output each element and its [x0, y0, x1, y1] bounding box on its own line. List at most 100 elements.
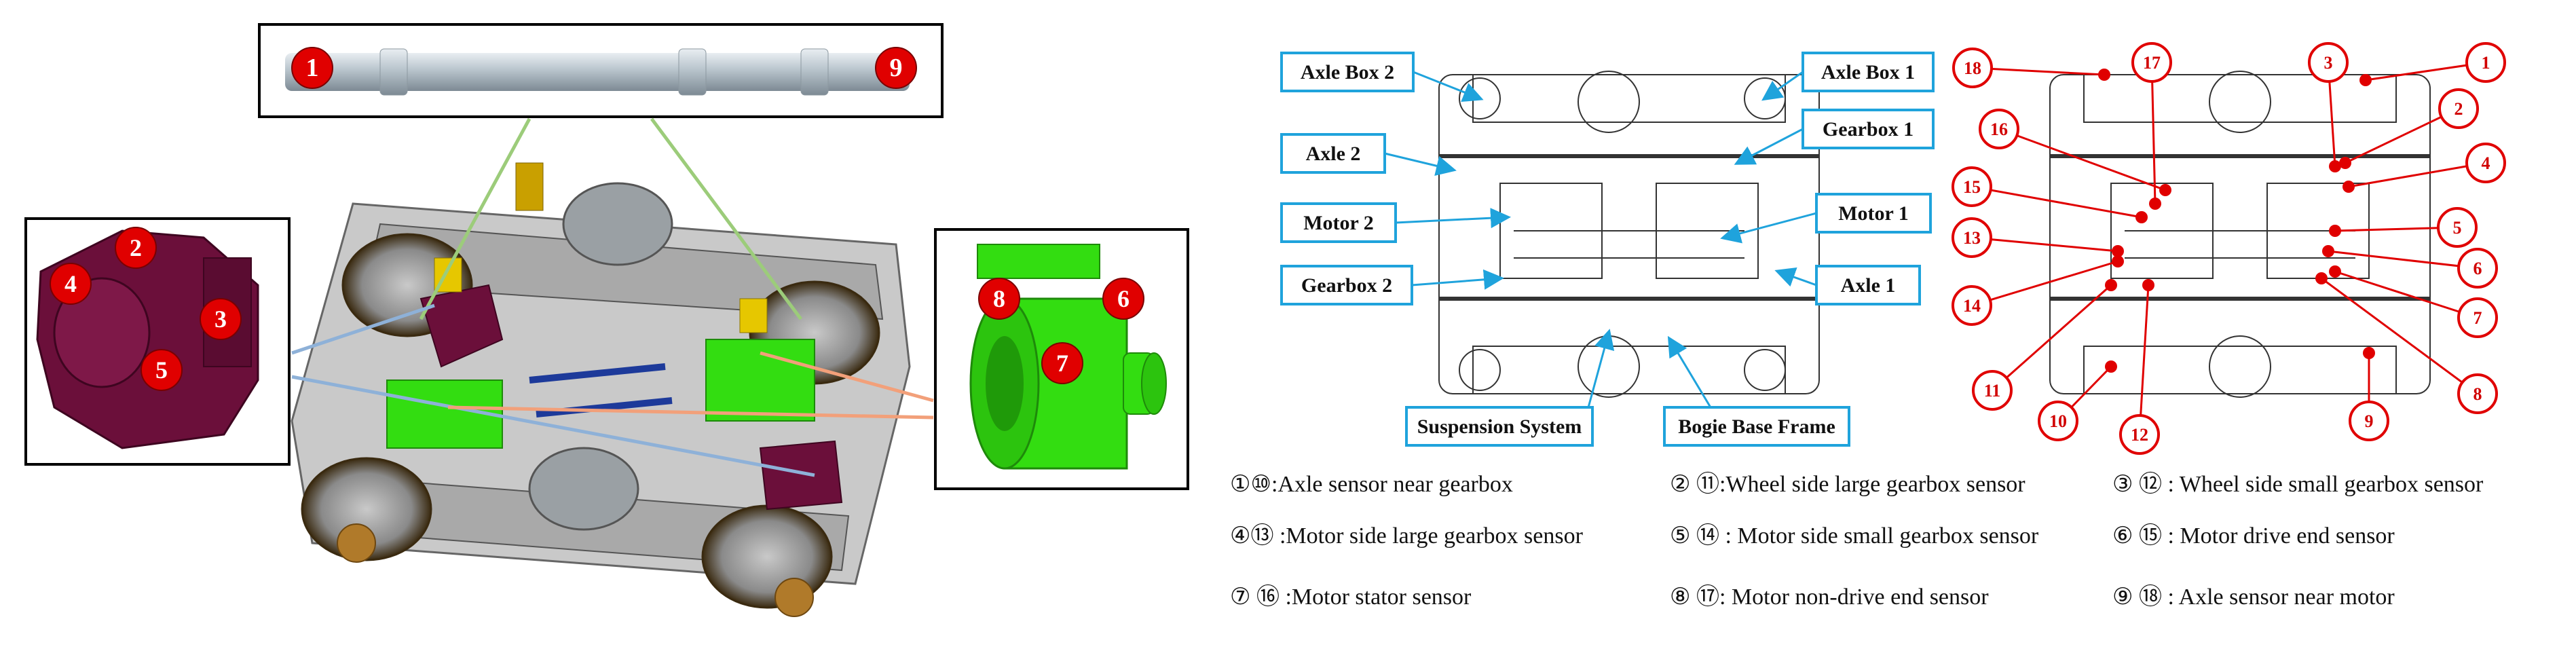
svg-text:1: 1 — [306, 54, 319, 82]
sensor-point-13 — [2112, 245, 2124, 257]
sensor-point-2 — [2339, 157, 2351, 169]
component-label-gearbox-1: Gearbox 1 — [1734, 109, 1935, 165]
sensor-number-circle-15 — [1952, 166, 1992, 207]
sensor-number-17: 17 — [2143, 53, 2161, 73]
sensor-number-circle-12 — [2119, 414, 2160, 455]
sensor-callout-15: 15 — [1952, 166, 2148, 223]
sensor-callout-13: 13 — [1952, 217, 2124, 258]
sensor-number-circle-18 — [1952, 48, 1993, 88]
sensor-point-15 — [2135, 211, 2148, 223]
sensor-callout-3: 3 — [2308, 42, 2349, 172]
sensor-point-16 — [2159, 184, 2171, 196]
svg-text:Axle 2: Axle 2 — [1306, 143, 1361, 165]
component-label-motor-2: Motor 2 — [1280, 202, 1511, 243]
sensor-point-5 — [2329, 225, 2341, 237]
sensor-callout-14: 14 — [1952, 255, 2124, 326]
motor-inset: 6 7 8 — [934, 228, 1189, 490]
svg-text:2: 2 — [130, 234, 142, 261]
component-label-motor-1: Motor 1 — [1720, 193, 1932, 244]
svg-text:5: 5 — [155, 356, 168, 384]
sensor-number-circle-2 — [2438, 88, 2479, 129]
svg-text:Motor 2: Motor 2 — [1303, 212, 1374, 234]
left-figure: 1 9 2 3 4 — [24, 23, 1189, 617]
sensor-point-18 — [2098, 69, 2110, 81]
sensor-point-1 — [2359, 74, 2372, 86]
sensor-callout-12: 12 — [2119, 279, 2160, 455]
svg-text:Gearbox 2: Gearbox 2 — [1301, 274, 1392, 297]
sensor-callout-1: 1 — [2359, 42, 2506, 86]
sensor-number-circle-4 — [2465, 143, 2506, 183]
sensor-callout-2: 2 — [2339, 88, 2479, 169]
sensor-number-4: 4 — [2482, 153, 2490, 173]
sensor-number-12: 12 — [2131, 425, 2148, 445]
svg-text:Gearbox 1: Gearbox 1 — [1823, 118, 1914, 141]
legend-row3-item2: ⑧ ⑰: Motor non-drive end sensor — [1670, 584, 1989, 610]
legend-row2-item1: ④⑬ :Motor side large gearbox sensor — [1230, 523, 1584, 549]
svg-text:6: 6 — [1117, 285, 1130, 312]
sensor-marker-5: 5 — [141, 349, 183, 391]
sensor-number-circle-10 — [2038, 401, 2078, 441]
sensor-point-7 — [2329, 265, 2341, 278]
sensor-point-14 — [2112, 255, 2124, 267]
sensor-number-circle-8 — [2457, 373, 2498, 414]
bogie-3d-render — [291, 162, 911, 617]
inset-connector-lines — [291, 117, 934, 477]
sensor-point-9 — [2363, 347, 2375, 359]
sensor-number-6: 6 — [2474, 259, 2482, 278]
component-label-gearbox-2: Gearbox 2 — [1280, 265, 1504, 305]
legend-row1-item1: ①⑩:Axle sensor near gearbox — [1230, 472, 1513, 497]
sensor-number-14: 14 — [1963, 296, 1981, 316]
sensor-number-16: 16 — [1990, 119, 2008, 139]
svg-text:7: 7 — [1056, 350, 1068, 377]
sensor-marker-6: 6 — [1102, 278, 1144, 320]
legend-row2-item2: ⑤ ⑭ : Motor side small gearbox sensor — [1670, 523, 2039, 549]
sensor-callout-17: 17 — [2131, 42, 2172, 210]
sensor-number-circle-14 — [1952, 285, 1992, 326]
svg-text:Axle Box 1: Axle Box 1 — [1821, 61, 1915, 84]
legend-row1-item2: ② ⑪:Wheel side large gearbox sensor — [1670, 471, 2026, 497]
sensor-number-8: 8 — [2474, 384, 2482, 404]
sensor-point-12 — [2142, 279, 2154, 291]
component-label-suspension-system: Suspension System — [1405, 329, 1615, 447]
component-label-axle-box-1: Axle Box 1 — [1761, 52, 1935, 101]
sensor-legend: ①⑩:Axle sensor near gearbox ② ⑪:Wheel si… — [1230, 471, 2484, 610]
sensor-number-circle-11 — [1972, 370, 2013, 411]
middle-figure-component-layout: Axle Box 2 Axle Box 1 Gearbox 1 Axle 2 M… — [1280, 52, 1935, 447]
sensor-number-7: 7 — [2474, 308, 2482, 328]
sensor-callout-9: 9 — [2349, 347, 2389, 441]
sensor-number-18: 18 — [1964, 58, 1981, 78]
sensor-number-circle-13 — [1952, 217, 1992, 258]
sensor-number-circle-9 — [2349, 401, 2389, 441]
sensor-number-9: 9 — [2365, 411, 2374, 431]
svg-text:Axle 1: Axle 1 — [1841, 274, 1896, 297]
component-label-bogie-base-frame: Bogie Base Frame — [1663, 335, 1850, 447]
svg-text:3: 3 — [214, 305, 227, 333]
legend-row2-item3: ⑥ ⑮ : Motor drive end sensor — [2112, 523, 2395, 549]
sensor-callout-10: 10 — [2038, 360, 2117, 441]
sensor-point-11 — [2105, 279, 2117, 291]
sensor-number-circle-7 — [2457, 297, 2498, 338]
sensor-number-circle-1 — [2465, 42, 2506, 83]
sensor-marker-8: 8 — [978, 278, 1020, 320]
sensor-number-circle-3 — [2308, 42, 2349, 83]
sensor-point-10 — [2105, 360, 2117, 373]
axle-inset: 1 9 — [258, 23, 944, 118]
component-label-axle-1: Axle 1 — [1774, 265, 1921, 305]
sensor-number-3: 3 — [2324, 53, 2333, 73]
sensor-callout-6: 6 — [2322, 245, 2498, 289]
sensor-point-6 — [2322, 245, 2334, 257]
sensor-callout-11: 11 — [1972, 279, 2117, 411]
sensor-marker-7: 7 — [1041, 342, 1083, 384]
svg-text:Suspension System: Suspension System — [1417, 415, 1582, 438]
sensor-callout-18: 18 — [1952, 48, 2110, 88]
sensor-number-2: 2 — [2454, 99, 2463, 119]
sensor-marker-4: 4 — [50, 263, 92, 305]
legend-row3-item1: ⑦ ⑯ :Motor stator sensor — [1230, 584, 1472, 610]
svg-text:Motor 1: Motor 1 — [1838, 202, 1909, 225]
svg-text:Axle Box 2: Axle Box 2 — [1301, 61, 1394, 84]
sensor-number-11: 11 — [1984, 381, 2001, 401]
component-label-axle-box-2: Axle Box 2 — [1280, 52, 1484, 103]
sensor-point-8 — [2315, 272, 2328, 284]
